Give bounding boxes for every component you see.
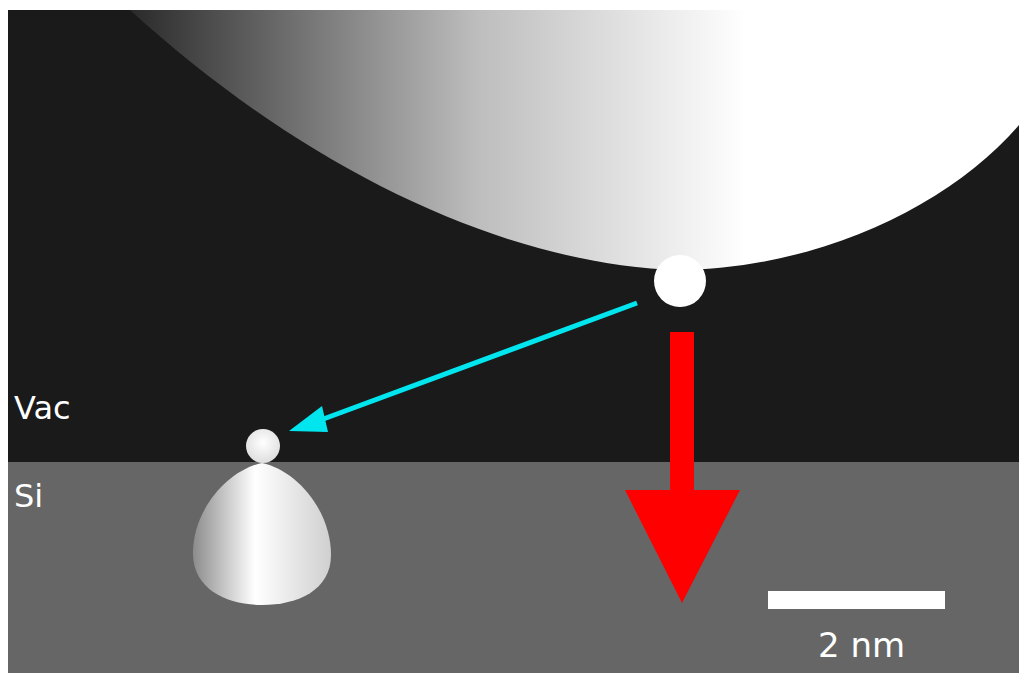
region-label: Vac [14, 392, 71, 424]
scale-bar [768, 591, 945, 609]
region-label: Si [14, 480, 43, 512]
red-arrow-head [625, 490, 740, 603]
silicon-region [8, 462, 1019, 673]
cyan-arrow-head [289, 406, 328, 432]
vacuum-region [8, 10, 1019, 463]
stm-tip [130, 10, 1019, 270]
red-arrow-shaft [670, 332, 694, 492]
surface-atom [246, 429, 280, 463]
cyan-arrow-shaft [318, 303, 637, 421]
tip-apex-atom [654, 255, 706, 307]
scale-label: 2 nm [818, 628, 905, 662]
subsurface-dopant-bulb [193, 463, 331, 605]
